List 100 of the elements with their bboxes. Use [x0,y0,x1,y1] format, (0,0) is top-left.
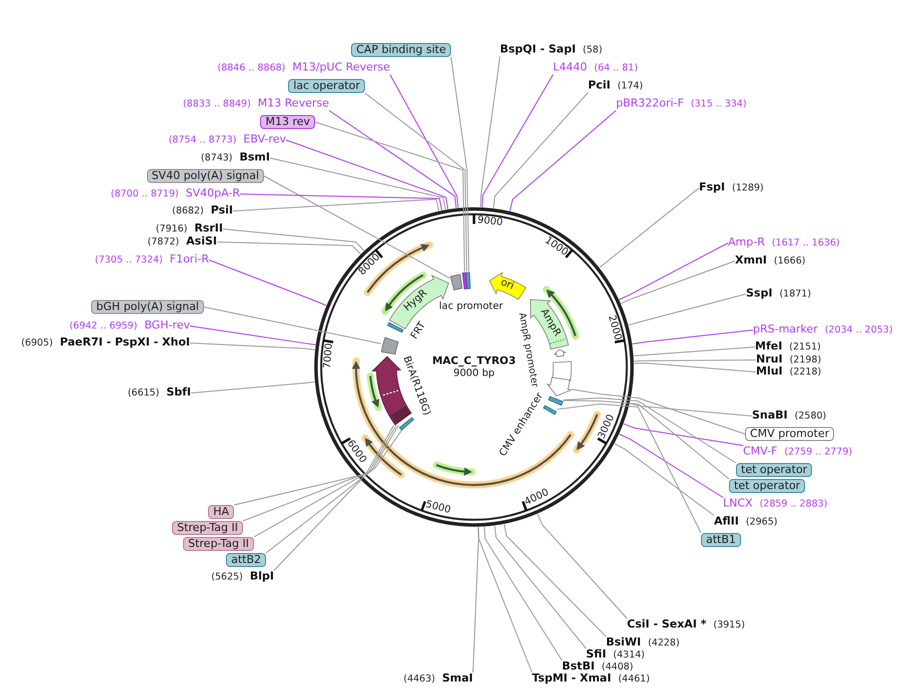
feature-label: CAP binding site [351,43,451,57]
enzyme-name: TspMI - XmaI [532,672,612,684]
leader-line [216,242,362,255]
enzyme-name: RsrII [194,222,223,234]
feature-label: Strep-Tag II [183,537,254,551]
primer-name: SV40pA-R [186,188,240,200]
leader-line [633,360,756,362]
enzyme-name: CsiI - SexAI * [627,618,706,630]
leader-line [537,513,628,619]
leader-line [232,198,440,212]
feature-label: bGH poly(A) signal [91,300,204,314]
leader-line [556,404,702,534]
enzyme-name: SspI [746,288,772,300]
primer-name: M13/pUC Reverse [292,62,390,74]
plasmid-name: MAC_C_TYRO3 [432,356,516,366]
enzyme-name: PsiI [210,204,233,216]
cut-position: (2198) [790,354,822,366]
leader-line [623,423,744,446]
primer-range: (2859 .. 2883) [760,498,828,510]
cut-position: (4463) [404,674,436,686]
primer-range: (8700 .. 8719) [110,188,179,200]
enzyme-name: BsmI [240,152,270,164]
feature-label: attB1 [701,533,741,547]
primer-name: BGH-rev [144,320,190,332]
feature-label: attB2 [226,553,266,567]
primer-range: (8846 .. 8868) [218,62,286,74]
cut-position: (4408) [602,662,634,674]
leader-line [270,158,446,210]
enzyme-name: MfeI [755,340,782,352]
enzyme-name: SfiI [586,648,606,660]
leader-line [314,122,466,272]
cut-position: (5625) [211,572,243,584]
primer-range: (8833 .. 8849) [182,98,251,110]
cut-position: (3915) [713,620,745,632]
primer-range: (1617 .. 1636) [772,238,840,250]
leader-line [274,480,362,571]
enzyme-name: BstBI [562,660,595,672]
leader-line [390,74,459,208]
leader-line [492,92,588,209]
leader-line [364,92,468,272]
cut-position: (6905) [21,338,53,350]
leader-line [286,140,448,210]
primer-name: Amp-R [728,236,765,248]
primer-name: CMV-F [743,446,778,458]
feature-name: AmpR promoter [516,312,540,388]
feature-label: M13 rev [260,115,315,129]
leader-line [208,260,327,306]
leader-line [190,382,316,394]
leader-line [618,434,724,498]
cut-position: (2218) [790,366,822,378]
leader-line [222,228,365,252]
leader-line [478,526,532,673]
leader-line [620,260,736,304]
cut-position: (58) [582,44,602,56]
enzyme-name: AflII [714,516,739,528]
leader-line [190,326,316,346]
feature-label: SV40 poly(A) signal [146,169,264,183]
leader-line [480,56,500,208]
leader-line [614,443,714,516]
primer-range: (2034 .. 2053) [824,324,893,336]
feature-label: Strep-Tag II [172,521,243,535]
cut-position: (1666) [774,256,806,268]
leader-line [632,330,754,344]
leader-line [254,424,400,538]
leader-line [264,176,450,279]
tick-label: 4000 [523,488,550,508]
leader-line [234,424,394,506]
cut-position: (7872) [148,236,180,248]
leader-line [562,400,730,480]
leader-line [484,526,562,661]
enzyme-name: SmaI [442,672,473,684]
primer-range: (7305 .. 7324) [94,254,163,266]
primer-name: LNCX [723,498,753,510]
primer-name: M13 Reverse [258,98,329,110]
leader-line [472,526,479,673]
cut-position: (1289) [732,182,764,194]
feature-label: lac operator [288,79,365,93]
cut-position: (2965) [746,516,778,528]
cut-position: (6615) [128,388,160,400]
primer-name: L4440 [553,62,588,74]
leader-line [328,110,457,208]
plasmid-size: 9000 bp [453,369,495,379]
primer-name: EBV-rev [243,134,286,146]
tick-label: 5000 [424,500,452,516]
leader-line [509,110,616,212]
tick-label: 7000 [322,342,335,369]
tick-label: 3000 [596,413,616,441]
cut-position: (2151) [789,342,821,354]
leader-line [633,362,756,372]
leader-line [598,188,700,268]
cut-position: (4314) [613,650,645,662]
leader-line [450,56,470,272]
tick-label: 9000 [476,216,503,229]
feature-name: lac promoter [439,302,503,312]
primer-range: (315 .. 334) [690,98,747,110]
enzyme-name: NruI [756,354,783,366]
cut-position: (4461) [618,674,650,686]
cut-position: (8682) [172,206,204,218]
leader-line [618,242,728,300]
leader-line [562,398,736,464]
